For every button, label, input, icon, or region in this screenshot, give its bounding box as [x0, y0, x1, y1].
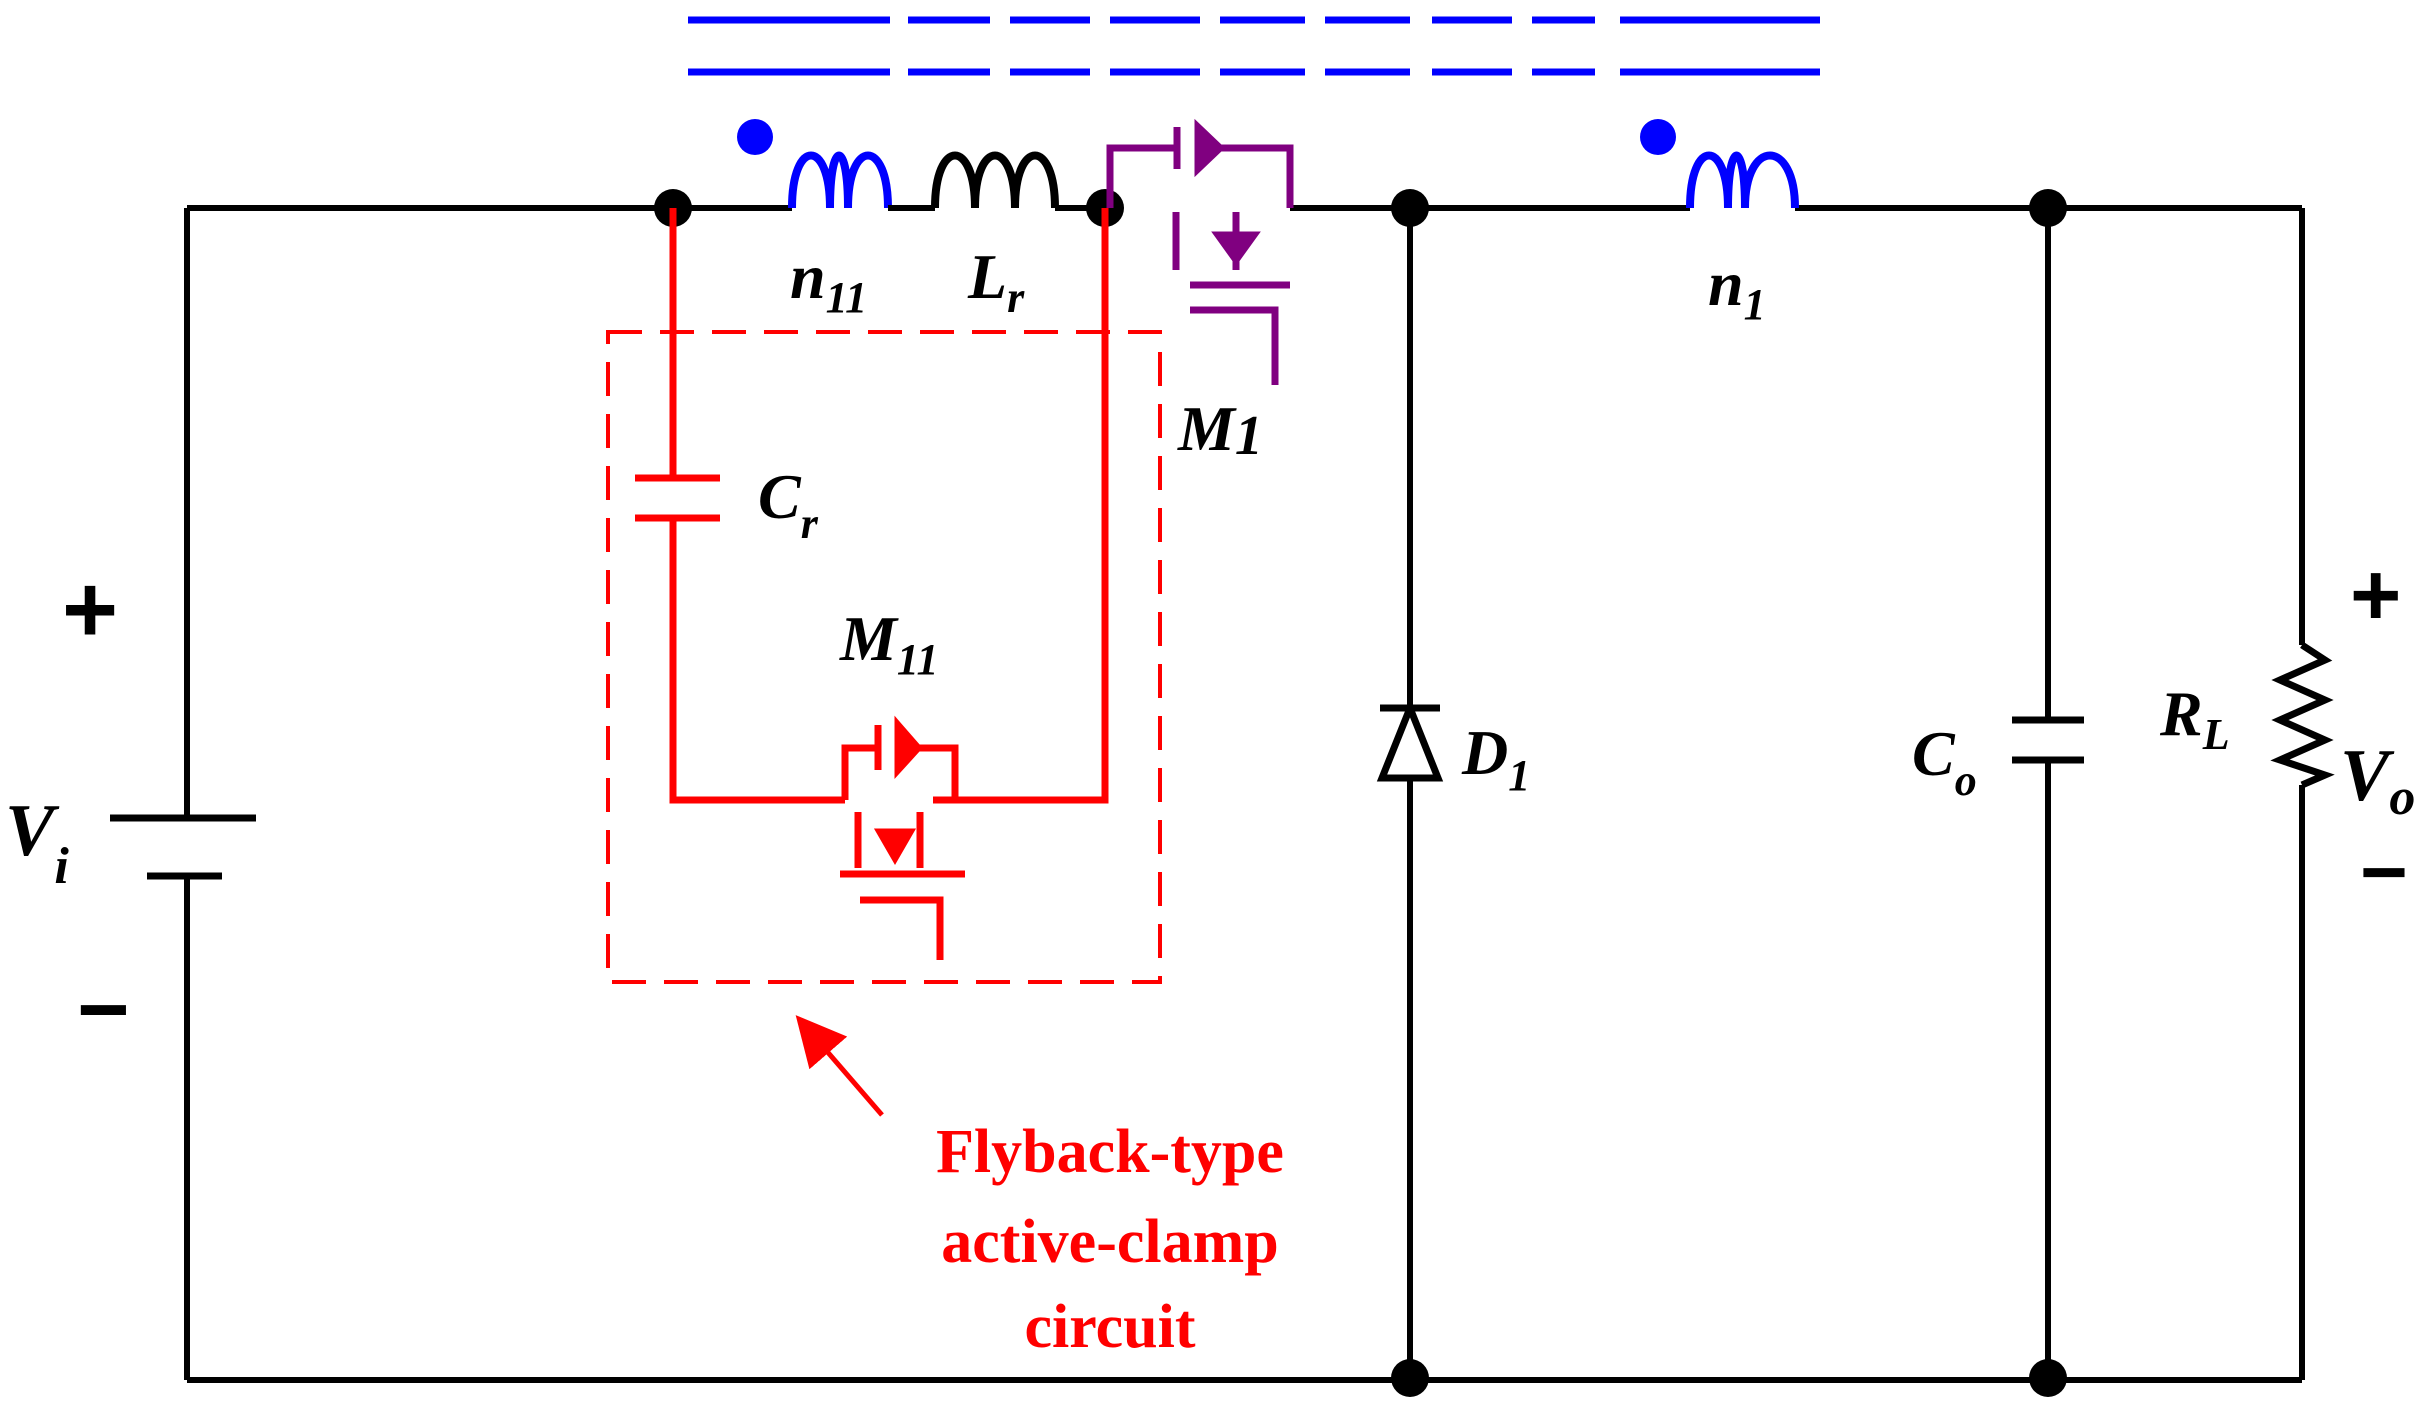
- label-n11: n11: [790, 241, 867, 322]
- label-vi: Vi: [5, 790, 69, 895]
- input-source-vi: [110, 814, 256, 880]
- annotation-line-2: active-clamp: [941, 1208, 1278, 1276]
- output-minus-sign: −: [2360, 827, 2408, 918]
- label-vo: Vo: [2340, 735, 2415, 826]
- input-minus-sign: −: [77, 960, 130, 1060]
- annotation-line-3: circuit: [1024, 1293, 1195, 1361]
- label-m1: M1: [1177, 393, 1263, 467]
- output-plus-sign: +: [2350, 545, 2401, 644]
- clamp-wire-right: [933, 208, 1109, 804]
- junction-node-d: [2029, 189, 2067, 227]
- label-lr: Lr: [967, 241, 1025, 322]
- junction-node-c: [1391, 189, 1429, 227]
- resistor-rl: [2270, 642, 2335, 789]
- diode-d1: [1376, 698, 1444, 782]
- mosfet-m1: [1106, 118, 1294, 385]
- inductor-lr: [931, 151, 1059, 209]
- capacitor-co: [2012, 716, 2084, 764]
- junction-node-e: [1391, 1359, 1429, 1397]
- label-co: Co: [1912, 718, 1977, 805]
- label-cr: Cr: [758, 461, 819, 548]
- mosfet-m11-body-diode-frame: [841, 744, 878, 800]
- clamp-annotation: Flyback-type active-clamp circuit: [936, 1118, 1284, 1361]
- polarity-dot-n11: [737, 119, 773, 155]
- polarity-dot-n1: [1640, 119, 1676, 155]
- label-d1: D1: [1461, 717, 1530, 800]
- clamp-wire-left-lower: [669, 518, 845, 804]
- junction-node-f: [2029, 1359, 2067, 1397]
- active-clamp: [606, 208, 1162, 1117]
- input-plus-sign: +: [62, 556, 118, 663]
- junction-dots: [654, 189, 2067, 1397]
- label-n1: n1: [1708, 248, 1766, 329]
- clamp-boundary: [606, 330, 1162, 984]
- annotation-arrow: [795, 1015, 884, 1117]
- label-rl: RL: [2159, 678, 2230, 759]
- main-wiring: [184, 205, 2305, 1383]
- annotation-line-1: Flyback-type: [936, 1118, 1284, 1186]
- winding-n1: [1686, 151, 1799, 209]
- coupled-inductor-core: [688, 16, 1820, 76]
- winding-n11: [788, 151, 892, 209]
- label-m11: M11: [839, 603, 938, 684]
